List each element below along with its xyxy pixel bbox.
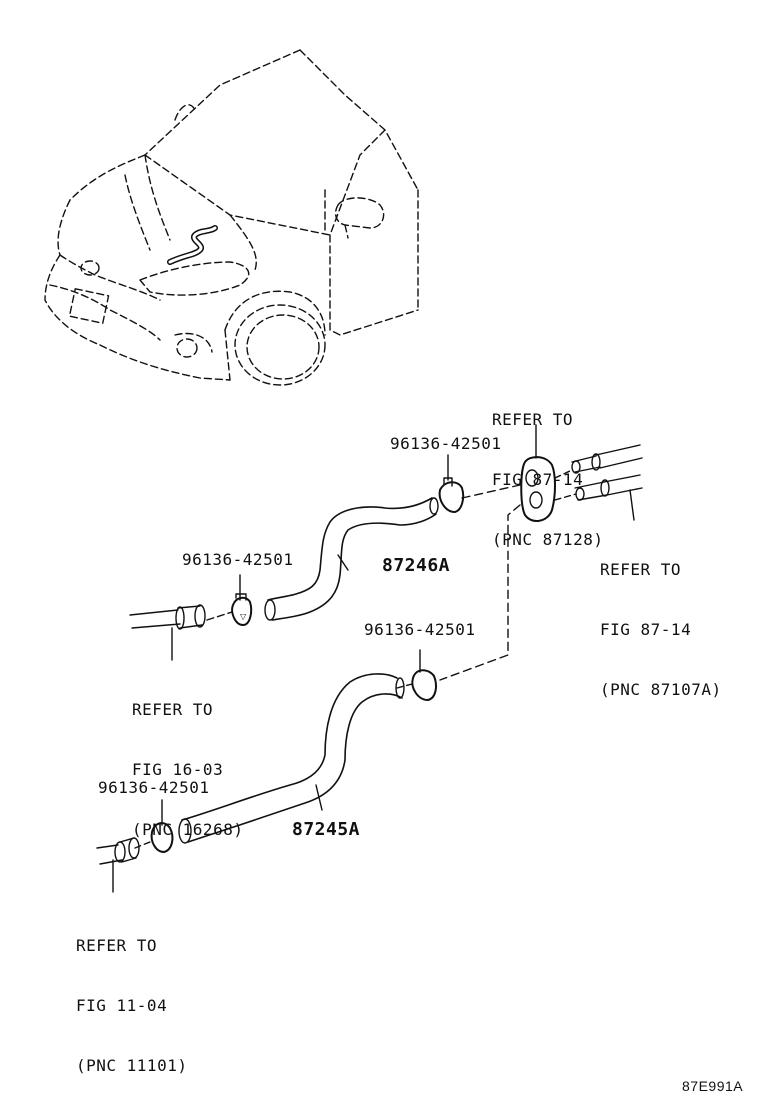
clamp-icon (411, 649, 437, 701)
callout-line: REFER TO (492, 410, 574, 429)
pipe-icon (129, 604, 206, 661)
clamp-icon: ▽ (231, 574, 253, 626)
callout-line: FIG 87-14 (600, 620, 692, 639)
clamp-part-number-lower-right: 96136-42501 (364, 620, 476, 639)
callout-line: REFER TO (76, 936, 158, 955)
callout-line: (PNC 87107A) (600, 680, 722, 699)
clamp-part-number-upper-right: 96136-42501 (390, 434, 502, 453)
grommet-icon (520, 424, 556, 522)
callout-ref-87128: REFER TO FIG 87-14 (PNC 87128) (492, 370, 603, 590)
hose-part-number-upper: 87246A (382, 555, 451, 576)
clamp-part-number-lower-left: 96136-42501 (98, 778, 210, 797)
callout-line: (PNC 11101) (76, 1056, 188, 1075)
clamp-icon (150, 799, 174, 853)
callout-line: REFER TO (132, 700, 214, 719)
car-front-icon (44, 49, 419, 386)
clamp-icon (438, 454, 465, 513)
callout-ref-87107a: REFER TO FIG 87-14 (PNC 87107A) (600, 520, 722, 740)
callout-line: (PNC 87128) (492, 530, 604, 549)
callout-line: FIG 11-04 (76, 996, 168, 1015)
callout-ref-11101: REFER TO FIG 11-04 (PNC 11101) (76, 896, 187, 1112)
hose-icon (264, 497, 439, 621)
callout-line: (PNC 16268) (132, 820, 244, 839)
hose-part-number-lower: 87245A (292, 819, 361, 840)
svg-text:▽: ▽ (240, 612, 247, 621)
pipe-icon (96, 837, 140, 893)
callout-line: REFER TO (600, 560, 682, 579)
clamp-part-number-upper-left: 96136-42501 (182, 550, 294, 569)
figure-code: 87E991A (682, 1078, 744, 1094)
callout-line: FIG 16-03 (132, 760, 224, 779)
callout-line: FIG 87-14 (492, 470, 584, 489)
callout-ref-16268: REFER TO FIG 16-03 (PNC 16268) (132, 660, 243, 880)
pipe-icon (571, 444, 643, 521)
hose-icon (178, 673, 405, 844)
